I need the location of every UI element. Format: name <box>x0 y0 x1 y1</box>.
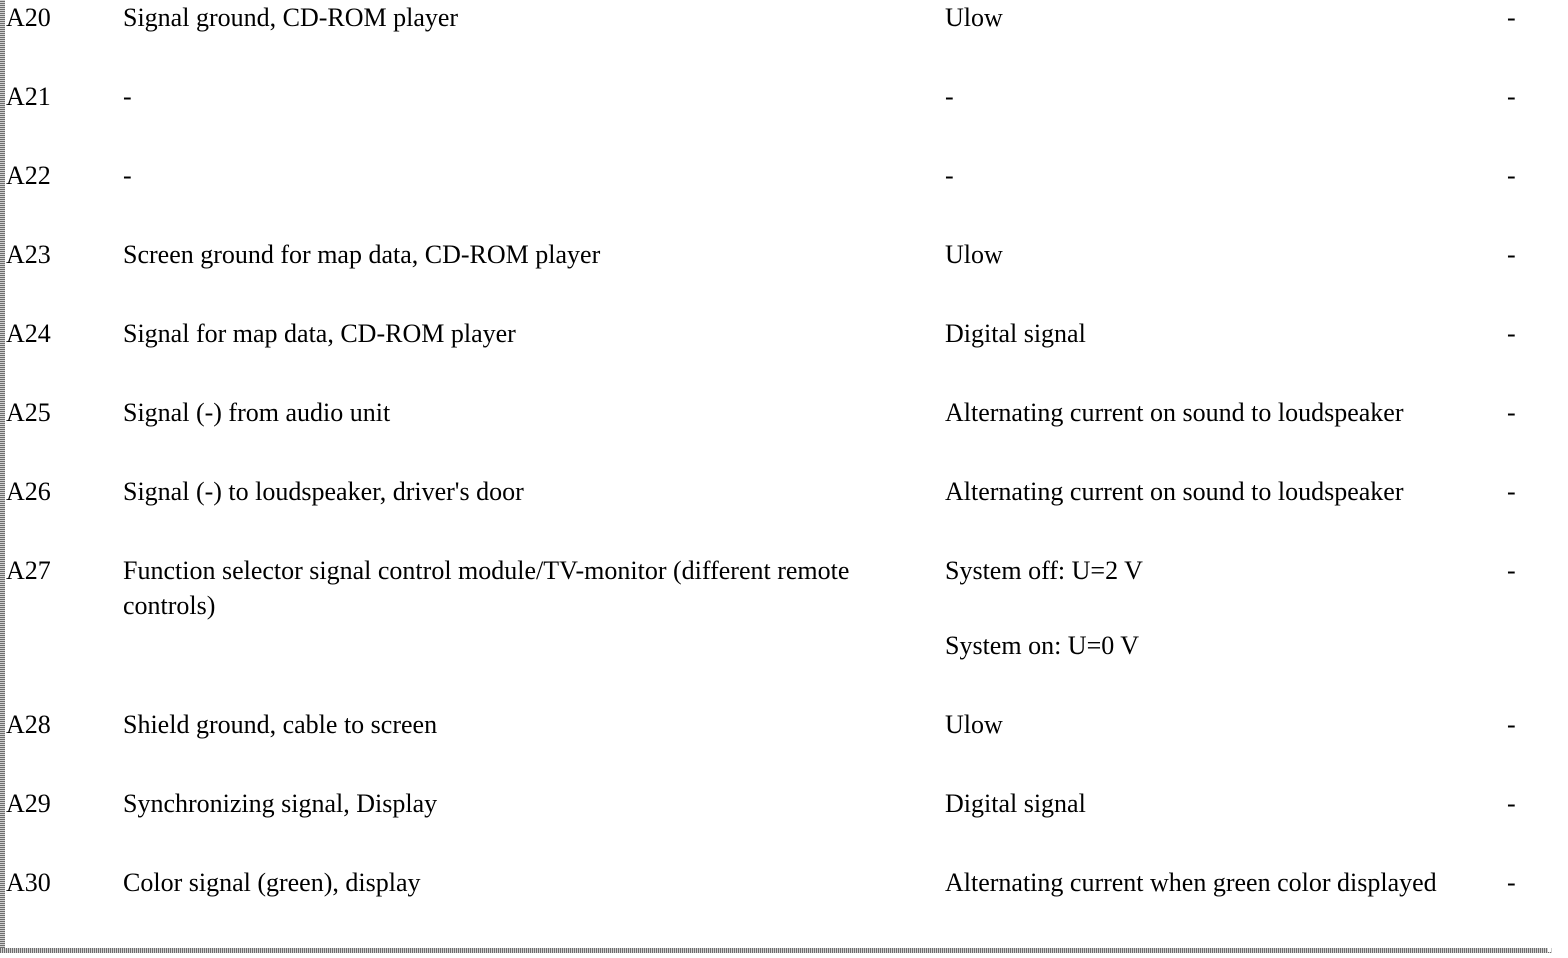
pin-id: A22 <box>6 161 51 190</box>
pin-measurement: - <box>945 82 954 111</box>
pin-extra-value: - <box>1507 161 1516 190</box>
pin-measurement-cell: - <box>945 79 1507 158</box>
pin-description-cell: Color signal (green), display <box>123 865 945 944</box>
pin-description: - <box>123 82 132 111</box>
pin-measurement: Ulow <box>945 3 1003 32</box>
pin-measurement: Alternating current on sound to loudspea… <box>945 398 1404 427</box>
pin-measurement: System off: U=2 V <box>945 556 1143 585</box>
pin-extra-value: - <box>1507 3 1516 32</box>
pin-description: - <box>123 161 132 190</box>
pin-description-cell: Shield ground, cable to screen <box>123 707 945 786</box>
pin-measurement-cell: Digital signal <box>945 786 1507 865</box>
pin-measurement-cell: Digital signal <box>945 316 1507 395</box>
pin-extra-value: - <box>1507 398 1516 427</box>
window-bottom-edge <box>0 948 1552 953</box>
pin-description-cell: Signal ground, CD-ROM player <box>123 0 945 79</box>
pin-extra-value: - <box>1507 868 1516 897</box>
pin-extra-value: - <box>1507 556 1516 585</box>
table-row: A28 Shield ground, cable to screen Ulow - <box>6 707 1526 786</box>
pin-measurement-cell: Ulow <box>945 237 1507 316</box>
pin-measurement-cell: Ulow <box>945 0 1507 79</box>
pin-id: A27 <box>6 556 51 585</box>
pin-extra-value: - <box>1507 319 1516 348</box>
pin-measurement-cell: Ulow <box>945 707 1507 786</box>
pin-id: A29 <box>6 789 51 818</box>
pin-description: Synchronizing signal, Display <box>123 789 438 818</box>
table-row: A25 Signal (-) from audio unit Alternating… <box>6 395 1526 474</box>
pin-measurement: Digital signal <box>945 789 1086 818</box>
pin-description: Function selector signal control module/… <box>123 556 850 620</box>
pin-id: A26 <box>6 477 51 506</box>
table-row: A27 Function selector signal control modu… <box>6 553 1526 707</box>
pin-measurement-cell: Alternating current when green color dis… <box>945 865 1507 944</box>
table-row: A22 - - - <box>6 158 1526 237</box>
pin-description: Color signal (green), display <box>123 868 421 897</box>
table-row: A24 Signal for map data, CD-ROM player Dig… <box>6 316 1526 395</box>
pin-measurement-cell: System off: U=2 V System on: U=0 V <box>945 553 1507 707</box>
pin-description: Shield ground, cable to screen <box>123 710 438 739</box>
pin-measurement-cell: - <box>945 158 1507 237</box>
pin-measurement-cell: Alternating current on sound to loudspea… <box>945 474 1507 553</box>
table-row: A21 - - - <box>6 79 1526 158</box>
pin-description-cell: Signal (-) to loudspeaker, driver's door <box>123 474 945 553</box>
pin-description-cell: Function selector signal control module/… <box>123 553 945 707</box>
pin-id: A20 <box>6 3 51 32</box>
table-row: A30 Color signal (green), display Alternat… <box>6 865 1526 944</box>
pin-extra-value: - <box>1507 240 1516 269</box>
pin-description-cell: - <box>123 158 945 237</box>
window-right-edge <box>1548 0 1551 952</box>
pin-description: Screen ground for map data, CD-ROM playe… <box>123 240 601 269</box>
pin-description-cell: Screen ground for map data, CD-ROM playe… <box>123 237 945 316</box>
pin-description: Signal for map data, CD-ROM player <box>123 319 516 348</box>
pin-id: A30 <box>6 868 51 897</box>
pin-extra-value: - <box>1507 477 1516 506</box>
pin-description-cell: - <box>123 79 945 158</box>
pin-id: A28 <box>6 710 51 739</box>
table-row: A23 Screen ground for map data, CD-ROM pl… <box>6 237 1526 316</box>
pin-description-cell: Signal for map data, CD-ROM player <box>123 316 945 395</box>
pin-description: Signal (-) to loudspeaker, driver's door <box>123 477 524 506</box>
window-left-edge <box>0 0 5 952</box>
pin-measurement: Alternating current on sound to loudspea… <box>945 477 1404 506</box>
pin-measurement: Digital signal <box>945 319 1086 348</box>
pin-description: Signal ground, CD-ROM player <box>123 3 459 32</box>
pin-id: A23 <box>6 240 51 269</box>
pin-measurement: Ulow <box>945 710 1003 739</box>
pin-description: Signal (-) from audio unit <box>123 398 391 427</box>
pin-measurement: Ulow <box>945 240 1003 269</box>
pin-description-cell: Signal (-) from audio unit <box>123 395 945 474</box>
pin-measurement: System on: U=0 V <box>945 631 1140 660</box>
table-row: A20 Signal ground, CD-ROM player Ulow - <box>6 0 1526 79</box>
pin-measurement: Alternating current when green color dis… <box>945 868 1437 897</box>
pin-description-cell: Synchronizing signal, Display <box>123 786 945 865</box>
pin-id: A21 <box>6 82 51 111</box>
pin-extra-value: - <box>1507 710 1516 739</box>
table-row: A26 Signal (-) to loudspeaker, driver's d… <box>6 474 1526 553</box>
pin-id: A24 <box>6 319 51 348</box>
pin-measurement-cell: Alternating current on sound to loudspea… <box>945 395 1507 474</box>
pin-extra-value: - <box>1507 82 1516 111</box>
pin-id: A25 <box>6 398 51 427</box>
pin-measurement: - <box>945 161 954 190</box>
table-row: A29 Synchronizing signal, Display Digital … <box>6 786 1526 865</box>
pin-extra-value: - <box>1507 789 1516 818</box>
